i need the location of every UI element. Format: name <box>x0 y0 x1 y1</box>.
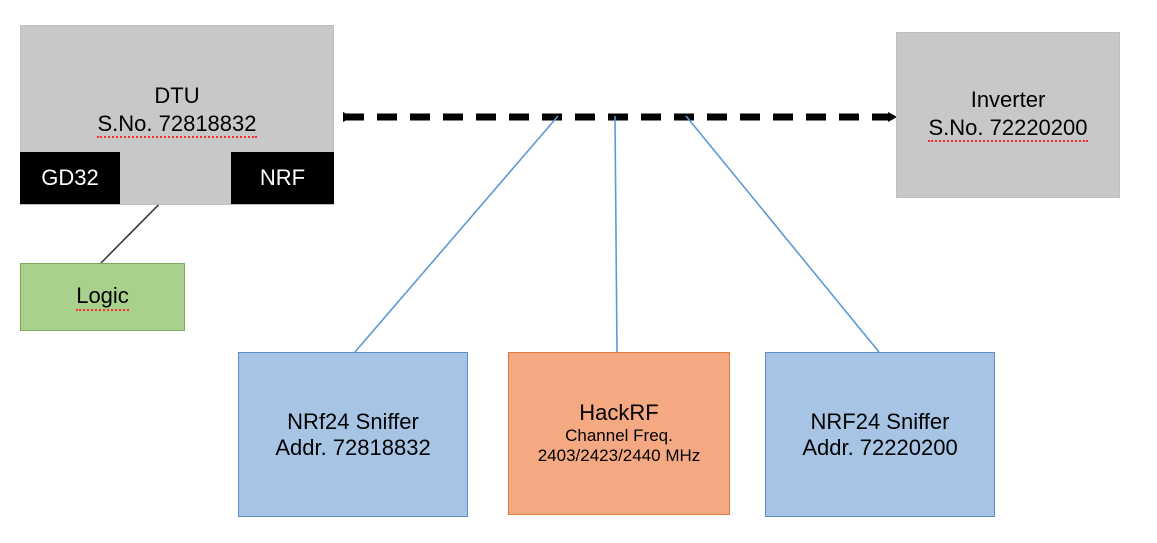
nrf24-sniffer-left-block[interactable]: NRf24 Sniffer Addr. 72818832 <box>238 352 468 517</box>
hackrf-title: HackRF <box>579 400 659 426</box>
inverter-label-group: Inverter S.No. 72220200 <box>896 86 1120 143</box>
hackrf-channel-frequencies: 2403/2423/2440 MHz <box>537 446 701 466</box>
nrf24-sniffer-right-block[interactable]: NRF24 Sniffer Addr. 72220200 <box>765 352 995 517</box>
hackrf-channel-label: Channel Freq. <box>565 426 673 446</box>
inverter-block[interactable] <box>896 32 1120 198</box>
sniffer-right-title: NRF24 Sniffer <box>810 408 950 434</box>
logic-analyzer-block[interactable]: Logic <box>20 263 185 331</box>
dtu-nrf-block[interactable]: NRF <box>231 152 334 204</box>
dtu-serial: S.No. 72818832 <box>97 111 257 139</box>
gd32-label: GD32 <box>41 165 99 191</box>
sniffer-left-tap-line <box>354 115 559 353</box>
nrf-label: NRF <box>259 165 306 191</box>
sniffer-left-address: Addr. 72818832 <box>275 434 431 460</box>
dtu-title: DTU <box>154 83 200 108</box>
sniffer-right-address: Addr. 72220200 <box>802 434 958 460</box>
sniffer-left-title: NRf24 Sniffer <box>287 408 419 434</box>
sniffer-right-tap-line <box>685 115 880 353</box>
hackrf-tap-line <box>614 115 618 353</box>
dtu-label-group: DTU S.No. 72818832 <box>20 82 334 139</box>
inverter-title: Inverter <box>970 87 1046 112</box>
logic-label: Logic <box>76 283 129 311</box>
hackrf-block[interactable]: HackRF Channel Freq. 2403/2423/2440 MHz <box>508 352 730 515</box>
inverter-serial: S.No. 72220200 <box>928 115 1088 143</box>
dtu-gd32-block[interactable]: GD32 <box>20 152 120 204</box>
